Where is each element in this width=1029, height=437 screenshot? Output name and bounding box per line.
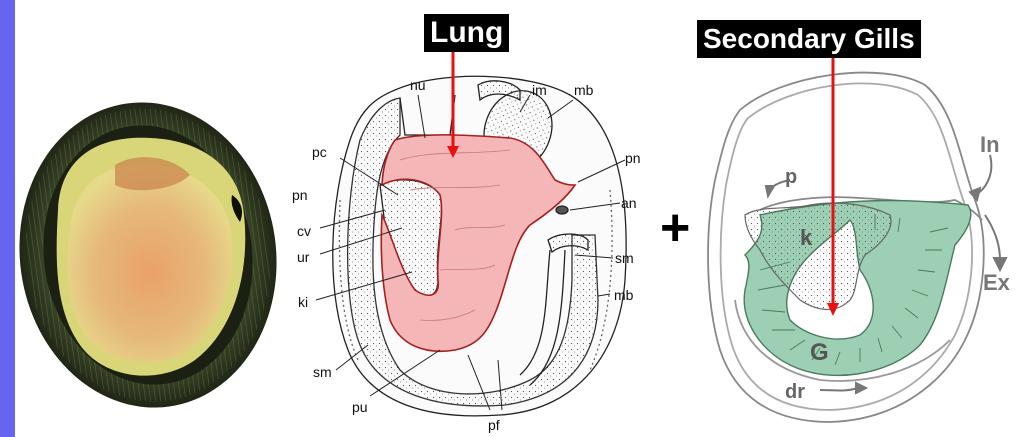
label-p: p bbox=[785, 166, 797, 188]
label-sm-left: sm bbox=[313, 364, 332, 380]
label-k: k bbox=[800, 225, 813, 250]
label-pc: pc bbox=[312, 144, 327, 160]
label-G: G bbox=[810, 339, 829, 366]
label-pu: pu bbox=[352, 399, 368, 415]
label-ur: ur bbox=[297, 249, 310, 265]
label-Ex: Ex bbox=[983, 270, 1011, 295]
label-an: an bbox=[621, 195, 637, 211]
label-cv: cv bbox=[297, 223, 311, 239]
label-pf: pf bbox=[488, 417, 500, 433]
label-dr: dr bbox=[785, 381, 805, 403]
plus-sign: + bbox=[660, 199, 690, 257]
label-pn-right: pn bbox=[625, 150, 641, 166]
label-mb-top: mb bbox=[574, 82, 594, 98]
label-im: im bbox=[532, 82, 547, 98]
label-ki: ki bbox=[298, 294, 308, 310]
label-In: In bbox=[980, 132, 1000, 157]
secondary-gills-callout: Secondary Gills bbox=[697, 20, 921, 58]
limpet-photo bbox=[0, 86, 296, 425]
label-mb-right: mb bbox=[614, 287, 634, 303]
label-pn-left: pn bbox=[292, 187, 308, 203]
label-nu: nu bbox=[410, 77, 426, 93]
lung-callout: Lung bbox=[424, 14, 509, 52]
label-sm-right: sm bbox=[615, 250, 634, 266]
